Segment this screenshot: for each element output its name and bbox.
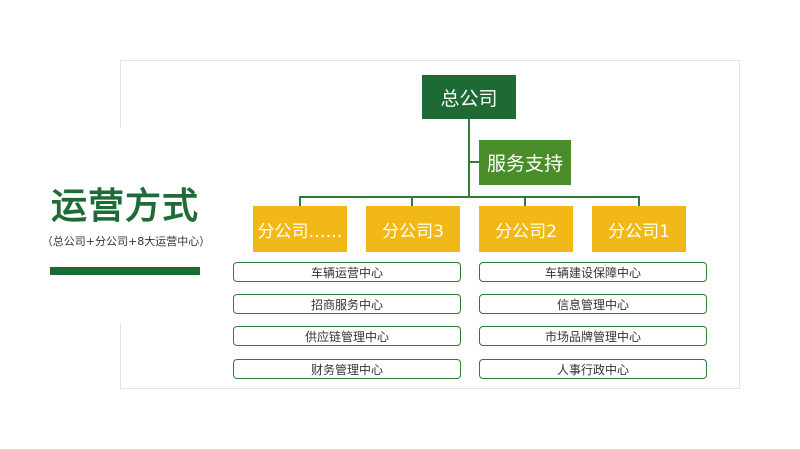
connector-branch-4 [299,196,301,206]
center-vehicle-operation: 车辆运营中心 [233,262,461,282]
branch-node-more: 分公司…… [253,206,347,252]
center-vehicle-construction: 车辆建设保障中心 [479,262,707,282]
branch-node-1: 分公司1 [592,206,686,252]
page-title: 运营方式 [50,186,199,227]
title-underline-bar [50,267,200,275]
center-finance: 财务管理中心 [233,359,461,379]
frame-gap [100,128,132,324]
headquarters-node: 总公司 [422,75,516,119]
connector-service [469,161,479,163]
center-supply-chain: 供应链管理中心 [233,326,461,346]
page-subtitle: （总公司+分公司+8大运营中心） [41,235,211,248]
branch-node-2: 分公司2 [479,206,573,252]
connector-branch-bar [299,196,640,198]
center-information: 信息管理中心 [479,294,707,314]
connector-branch-2 [524,196,526,206]
center-hr-admin: 人事行政中心 [479,359,707,379]
center-investment-service: 招商服务中心 [233,294,461,314]
connector-branch-1 [638,196,640,206]
branch-node-3: 分公司3 [366,206,460,252]
connector-branch-3 [411,196,413,206]
center-brand-marketing: 市场品牌管理中心 [479,326,707,346]
service-support-node: 服务支持 [479,140,571,185]
connector-trunk [468,119,470,197]
